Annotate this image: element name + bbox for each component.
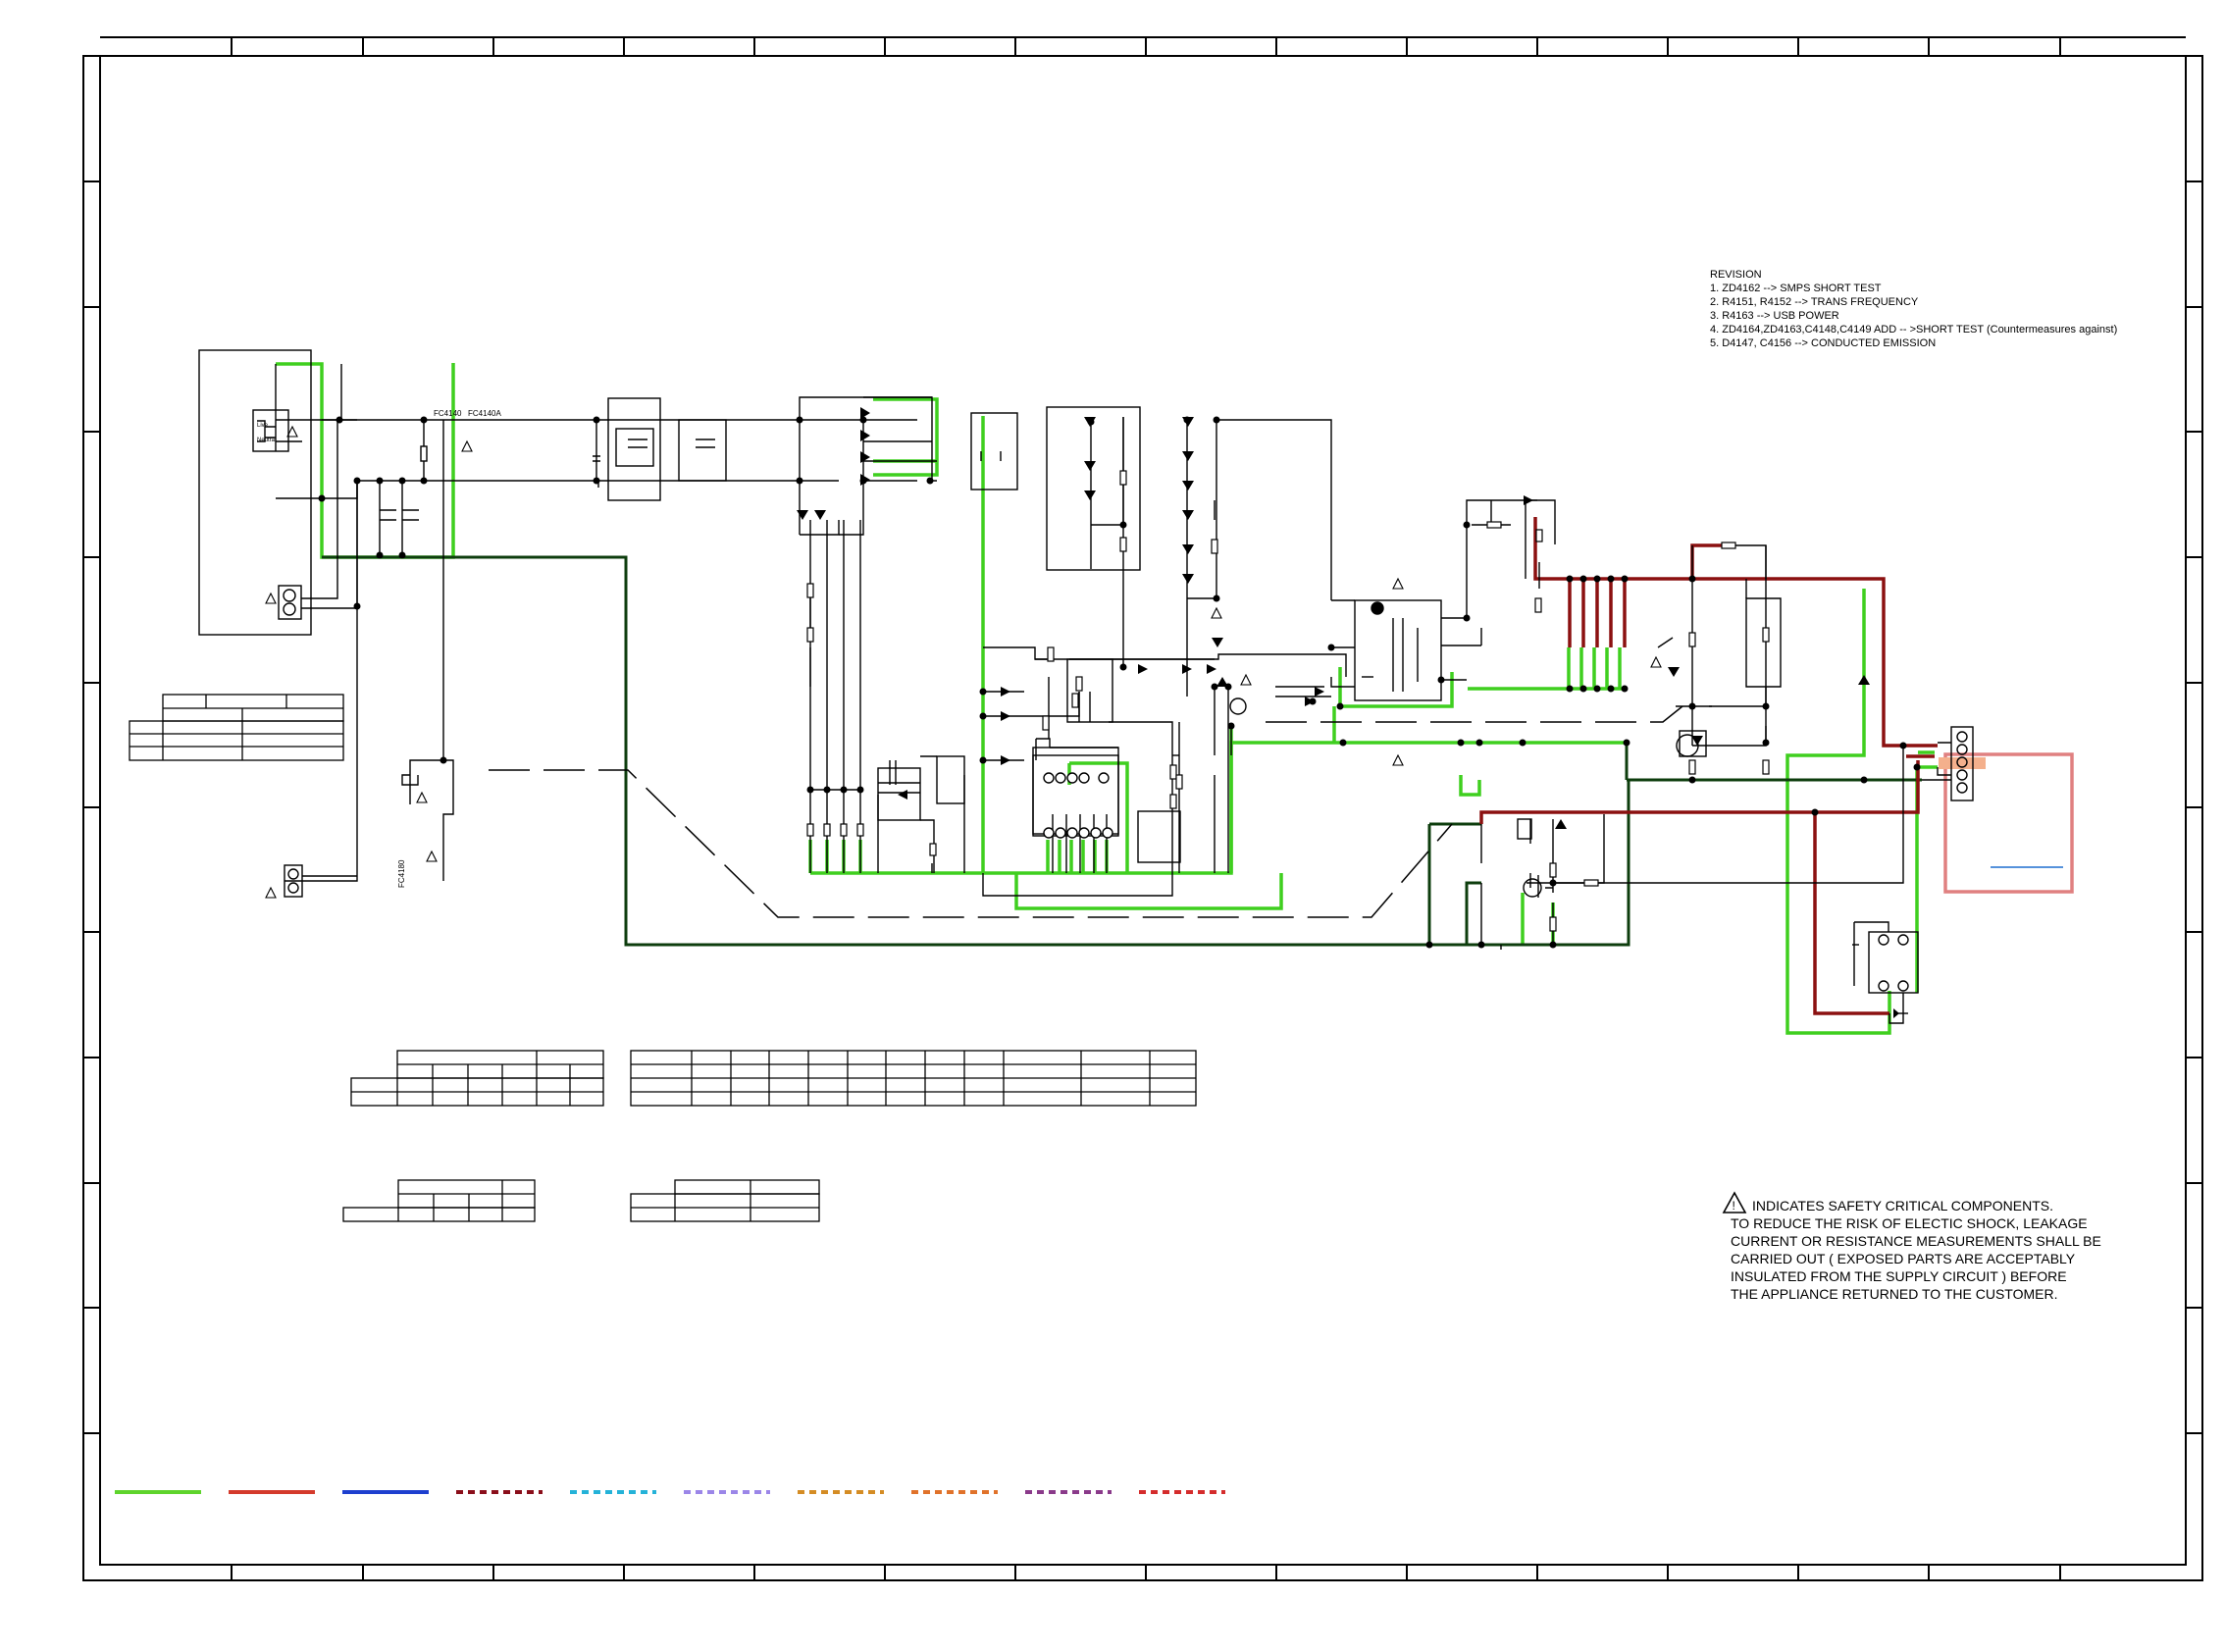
revision-item: 2. R4151, R4152 --> TRANS FREQUENCY [1710,296,1919,308]
safety-line: CARRIED OUT ( EXPOSED PARTS ARE ACCEPTAB… [1731,1251,2076,1266]
primary-ground-traces [276,362,1938,1035]
warning-triangle-icon [1240,673,1252,686]
pwm-controller-ic [1032,754,1119,839]
junction-dots [318,416,1921,949]
warning-triangle-icon [416,791,428,803]
fuse-label-vertical: FC4180 [397,859,406,888]
isolation-boundary [489,705,1683,918]
table-grid [129,694,1197,1222]
revision-block: REVISION 1. ZD4162 --> SMPS SHORT TEST 2… [1710,269,2117,349]
revision-title: REVISION [1710,269,1762,281]
safety-marker-icons [265,425,1662,899]
warning-triangle-icon [265,592,277,604]
revision-item: 1. ZD4162 --> SMPS SHORT TEST [1710,283,1882,294]
safety-note: ! INDICATES SAFETY CRITICAL COMPONENTS. … [1722,1191,2101,1302]
safety-line: INDICATES SAFETY CRITICAL COMPONENTS. [1752,1198,2053,1213]
inlet-neutral-label: Neutral [257,438,276,443]
revision-item: 5. D4147, C4156 --> CONDUCTED EMISSION [1710,337,1936,349]
fuse-label: FC4140A [468,409,501,418]
warning-triangle-icon: ! [1722,1191,1747,1213]
warning-triangle-icon [461,439,473,452]
diode-symbols [797,407,1899,1018]
transistor-symbols [1229,697,1699,898]
warning-triangle-icon [1392,577,1404,590]
svg-text:!: ! [1733,1199,1735,1213]
component-labels: FC4140 FC4140A FC4180 Live Neutral [257,409,501,888]
warning-triangle-icon [286,425,298,438]
secondary-ground-traces [322,555,1922,947]
revision-item: 3. R4163 --> USB POWER [1710,310,1839,322]
safety-line: THE APPLIANCE RETURNED TO THE CUSTOMER. [1731,1286,2057,1302]
resistor-symbols [806,470,1770,932]
drawing-frame [82,36,2203,1581]
warning-triangle-icon [265,886,277,899]
highlighted-connector-area [1939,752,2074,894]
circuit-wiring [198,349,1974,1024]
warning-triangle-icon [1392,753,1404,766]
revision-item: 4. ZD4164,ZD4163,C4148,C4149 ADD -- >SHO… [1710,324,2117,336]
inlet-live-label: Live [257,423,269,429]
warning-triangle-icon [426,850,438,862]
fuse-label: FC4140 [434,409,462,418]
warning-triangle-icon [1650,655,1662,668]
safety-line: INSULATED FROM THE SUPPLY CIRCUIT ) BEFO… [1731,1268,2067,1284]
safety-line: CURRENT OR RESISTANCE MEASUREMENTS SHALL… [1731,1233,2101,1249]
warning-triangle-icon [1211,606,1222,619]
safety-line: TO REDUCE THE RISK OF ELECTIC SHOCK, LEA… [1731,1215,2088,1231]
